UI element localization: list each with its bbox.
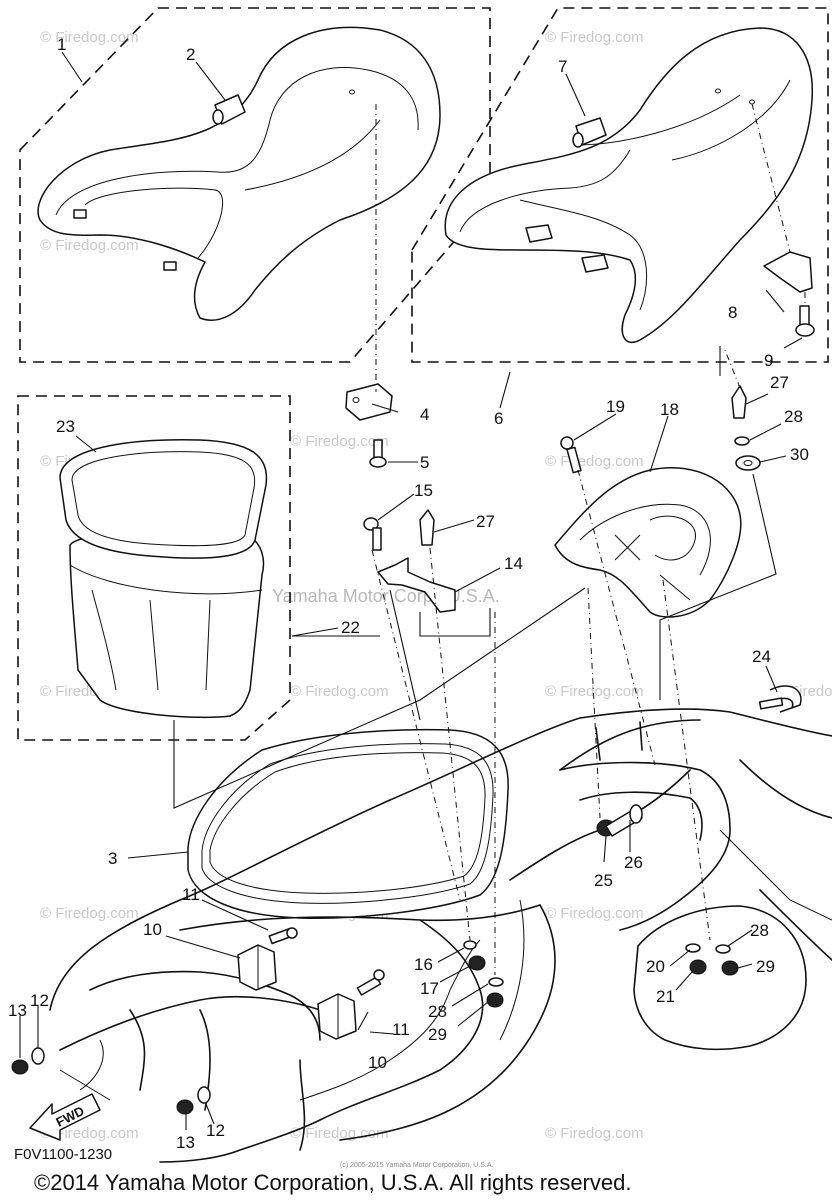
callout-23[interactable]: 23 bbox=[56, 417, 75, 436]
watermark: © Firedog.com bbox=[40, 905, 139, 922]
bolt-5[interactable] bbox=[369, 439, 387, 468]
drawing-code: F0V1100-1230 bbox=[14, 1146, 112, 1163]
hull-body bbox=[49, 708, 832, 1163]
seat-grab-handle-front[interactable] bbox=[212, 94, 246, 125]
callout-28-lower[interactable]: 28 bbox=[428, 1002, 447, 1021]
watermark: © Firedog.com bbox=[40, 29, 139, 46]
callout-29-lower[interactable]: 29 bbox=[428, 1025, 447, 1044]
watermark: © Firedog.com bbox=[545, 905, 644, 922]
callout-21[interactable]: 21 bbox=[656, 987, 675, 1006]
callout-2[interactable]: 2 bbox=[186, 45, 195, 64]
callout-28-inset[interactable]: 28 bbox=[750, 921, 769, 940]
seal-3[interactable] bbox=[187, 728, 509, 919]
stud-26[interactable] bbox=[605, 804, 643, 837]
callout-10-upper[interactable]: 10 bbox=[143, 920, 162, 939]
callout-29-inset[interactable]: 29 bbox=[756, 957, 775, 976]
detail-inset bbox=[633, 905, 807, 1051]
nut-21[interactable] bbox=[689, 959, 707, 975]
callout-18[interactable]: 18 bbox=[660, 400, 679, 419]
callout-14[interactable]: 14 bbox=[504, 554, 523, 573]
callout-8[interactable]: 8 bbox=[728, 303, 737, 322]
watermark: © Firedog.com bbox=[545, 453, 644, 470]
callout-10-lower[interactable]: 10 bbox=[368, 1053, 387, 1072]
seat-grab-handle-rear[interactable] bbox=[572, 117, 607, 148]
callout-16[interactable]: 16 bbox=[414, 955, 433, 974]
bracket-14[interactable] bbox=[377, 557, 456, 613]
callout-7[interactable]: 7 bbox=[558, 57, 567, 76]
callout-6[interactable]: 6 bbox=[494, 409, 503, 428]
callout-27-right[interactable]: 27 bbox=[770, 373, 789, 392]
callout-20[interactable]: 20 bbox=[646, 957, 665, 976]
tray-18[interactable] bbox=[554, 467, 742, 618]
washer-12-left[interactable] bbox=[31, 1047, 45, 1065]
callout-11-upper[interactable]: 11 bbox=[182, 885, 200, 904]
rear-seat-box bbox=[411, 7, 829, 363]
callout-4[interactable]: 4 bbox=[420, 405, 429, 424]
watermark: © Firedog.com bbox=[40, 237, 139, 254]
tiny-copyright: (c) 2005-2015 Yamaha Motor Corporation, … bbox=[340, 1162, 493, 1169]
watermark: © Firedog.com bbox=[545, 683, 644, 700]
nut-17[interactable] bbox=[468, 955, 486, 971]
watermark: © Firedog.com bbox=[290, 433, 389, 450]
mount-10-lower[interactable] bbox=[317, 993, 357, 1040]
callout-5[interactable]: 5 bbox=[420, 453, 429, 472]
watermark: © Firedog.com bbox=[290, 1125, 389, 1142]
nut-13-left[interactable] bbox=[11, 1059, 29, 1075]
callout-30[interactable]: 30 bbox=[790, 445, 809, 464]
footer-copyright: ©2014 Yamaha Motor Corporation, U.S.A. A… bbox=[34, 1170, 631, 1195]
watermark: © Firedog.com bbox=[545, 1125, 644, 1142]
nut-29-lower[interactable] bbox=[486, 992, 504, 1008]
callout-12-left[interactable]: 12 bbox=[30, 991, 49, 1010]
callout-11-lower[interactable]: 11 bbox=[392, 1020, 410, 1039]
callout-22[interactable]: 22 bbox=[341, 618, 360, 637]
callout-26[interactable]: 26 bbox=[624, 853, 643, 872]
u-bolt-24[interactable] bbox=[758, 685, 802, 713]
nut-29-inset[interactable] bbox=[721, 960, 739, 976]
callouts: 1 2 7 8 9 6 4 5 15 27 14 19 18 27 28 30 … bbox=[8, 35, 809, 1152]
washer-28-lower[interactable] bbox=[488, 977, 504, 987]
callout-17[interactable]: 17 bbox=[420, 979, 439, 998]
bolt-19[interactable] bbox=[560, 436, 582, 474]
watermark: © Firedog.com bbox=[290, 683, 389, 700]
callout-24[interactable]: 24 bbox=[752, 647, 771, 666]
washer-20[interactable] bbox=[685, 943, 701, 953]
washer-28-right[interactable] bbox=[734, 436, 750, 446]
callout-27-center[interactable]: 27 bbox=[476, 512, 495, 531]
rear-seat[interactable] bbox=[444, 27, 814, 344]
washer-28-inset[interactable] bbox=[715, 944, 731, 954]
seal-23[interactable] bbox=[59, 439, 268, 559]
callout-15[interactable]: 15 bbox=[414, 481, 433, 500]
callout-13-left[interactable]: 13 bbox=[8, 1001, 27, 1020]
callout-13-right[interactable]: 13 bbox=[176, 1133, 195, 1152]
pin-27-center[interactable] bbox=[419, 509, 435, 546]
watermark: © Firedog.com bbox=[40, 1125, 139, 1142]
seat-lock-bracket-8[interactable] bbox=[763, 251, 813, 293]
storage-box-group bbox=[17, 395, 291, 741]
callout-19[interactable]: 19 bbox=[606, 397, 625, 416]
pin-27-right[interactable] bbox=[731, 385, 747, 419]
callout-28-right[interactable]: 28 bbox=[784, 407, 803, 426]
leader-lines bbox=[19, 51, 803, 1130]
seat-lock-bracket-4[interactable] bbox=[345, 383, 393, 421]
alignment-lines bbox=[371, 103, 806, 975]
callout-3[interactable]: 3 bbox=[108, 849, 117, 868]
watermark: © Firedog.com bbox=[545, 29, 644, 46]
front-seat[interactable] bbox=[37, 26, 441, 321]
callout-12-right[interactable]: 12 bbox=[206, 1121, 225, 1140]
bolt-11-lower[interactable] bbox=[356, 969, 385, 996]
bolt-11-upper[interactable] bbox=[268, 927, 298, 945]
callout-1[interactable]: 1 bbox=[57, 35, 66, 54]
bolt-15[interactable] bbox=[363, 517, 382, 551]
damper-30[interactable] bbox=[735, 455, 761, 471]
bolt-9[interactable] bbox=[795, 305, 815, 337]
washer-12-right[interactable] bbox=[197, 1086, 211, 1104]
callout-25[interactable]: 25 bbox=[594, 871, 613, 890]
nut-13-right[interactable] bbox=[176, 1099, 194, 1115]
mount-10-upper[interactable] bbox=[237, 944, 277, 991]
washer-16[interactable] bbox=[463, 940, 477, 950]
center-watermark: Yamaha Motor Corp., U.S.A. bbox=[272, 586, 500, 606]
callout-9[interactable]: 9 bbox=[764, 351, 773, 370]
